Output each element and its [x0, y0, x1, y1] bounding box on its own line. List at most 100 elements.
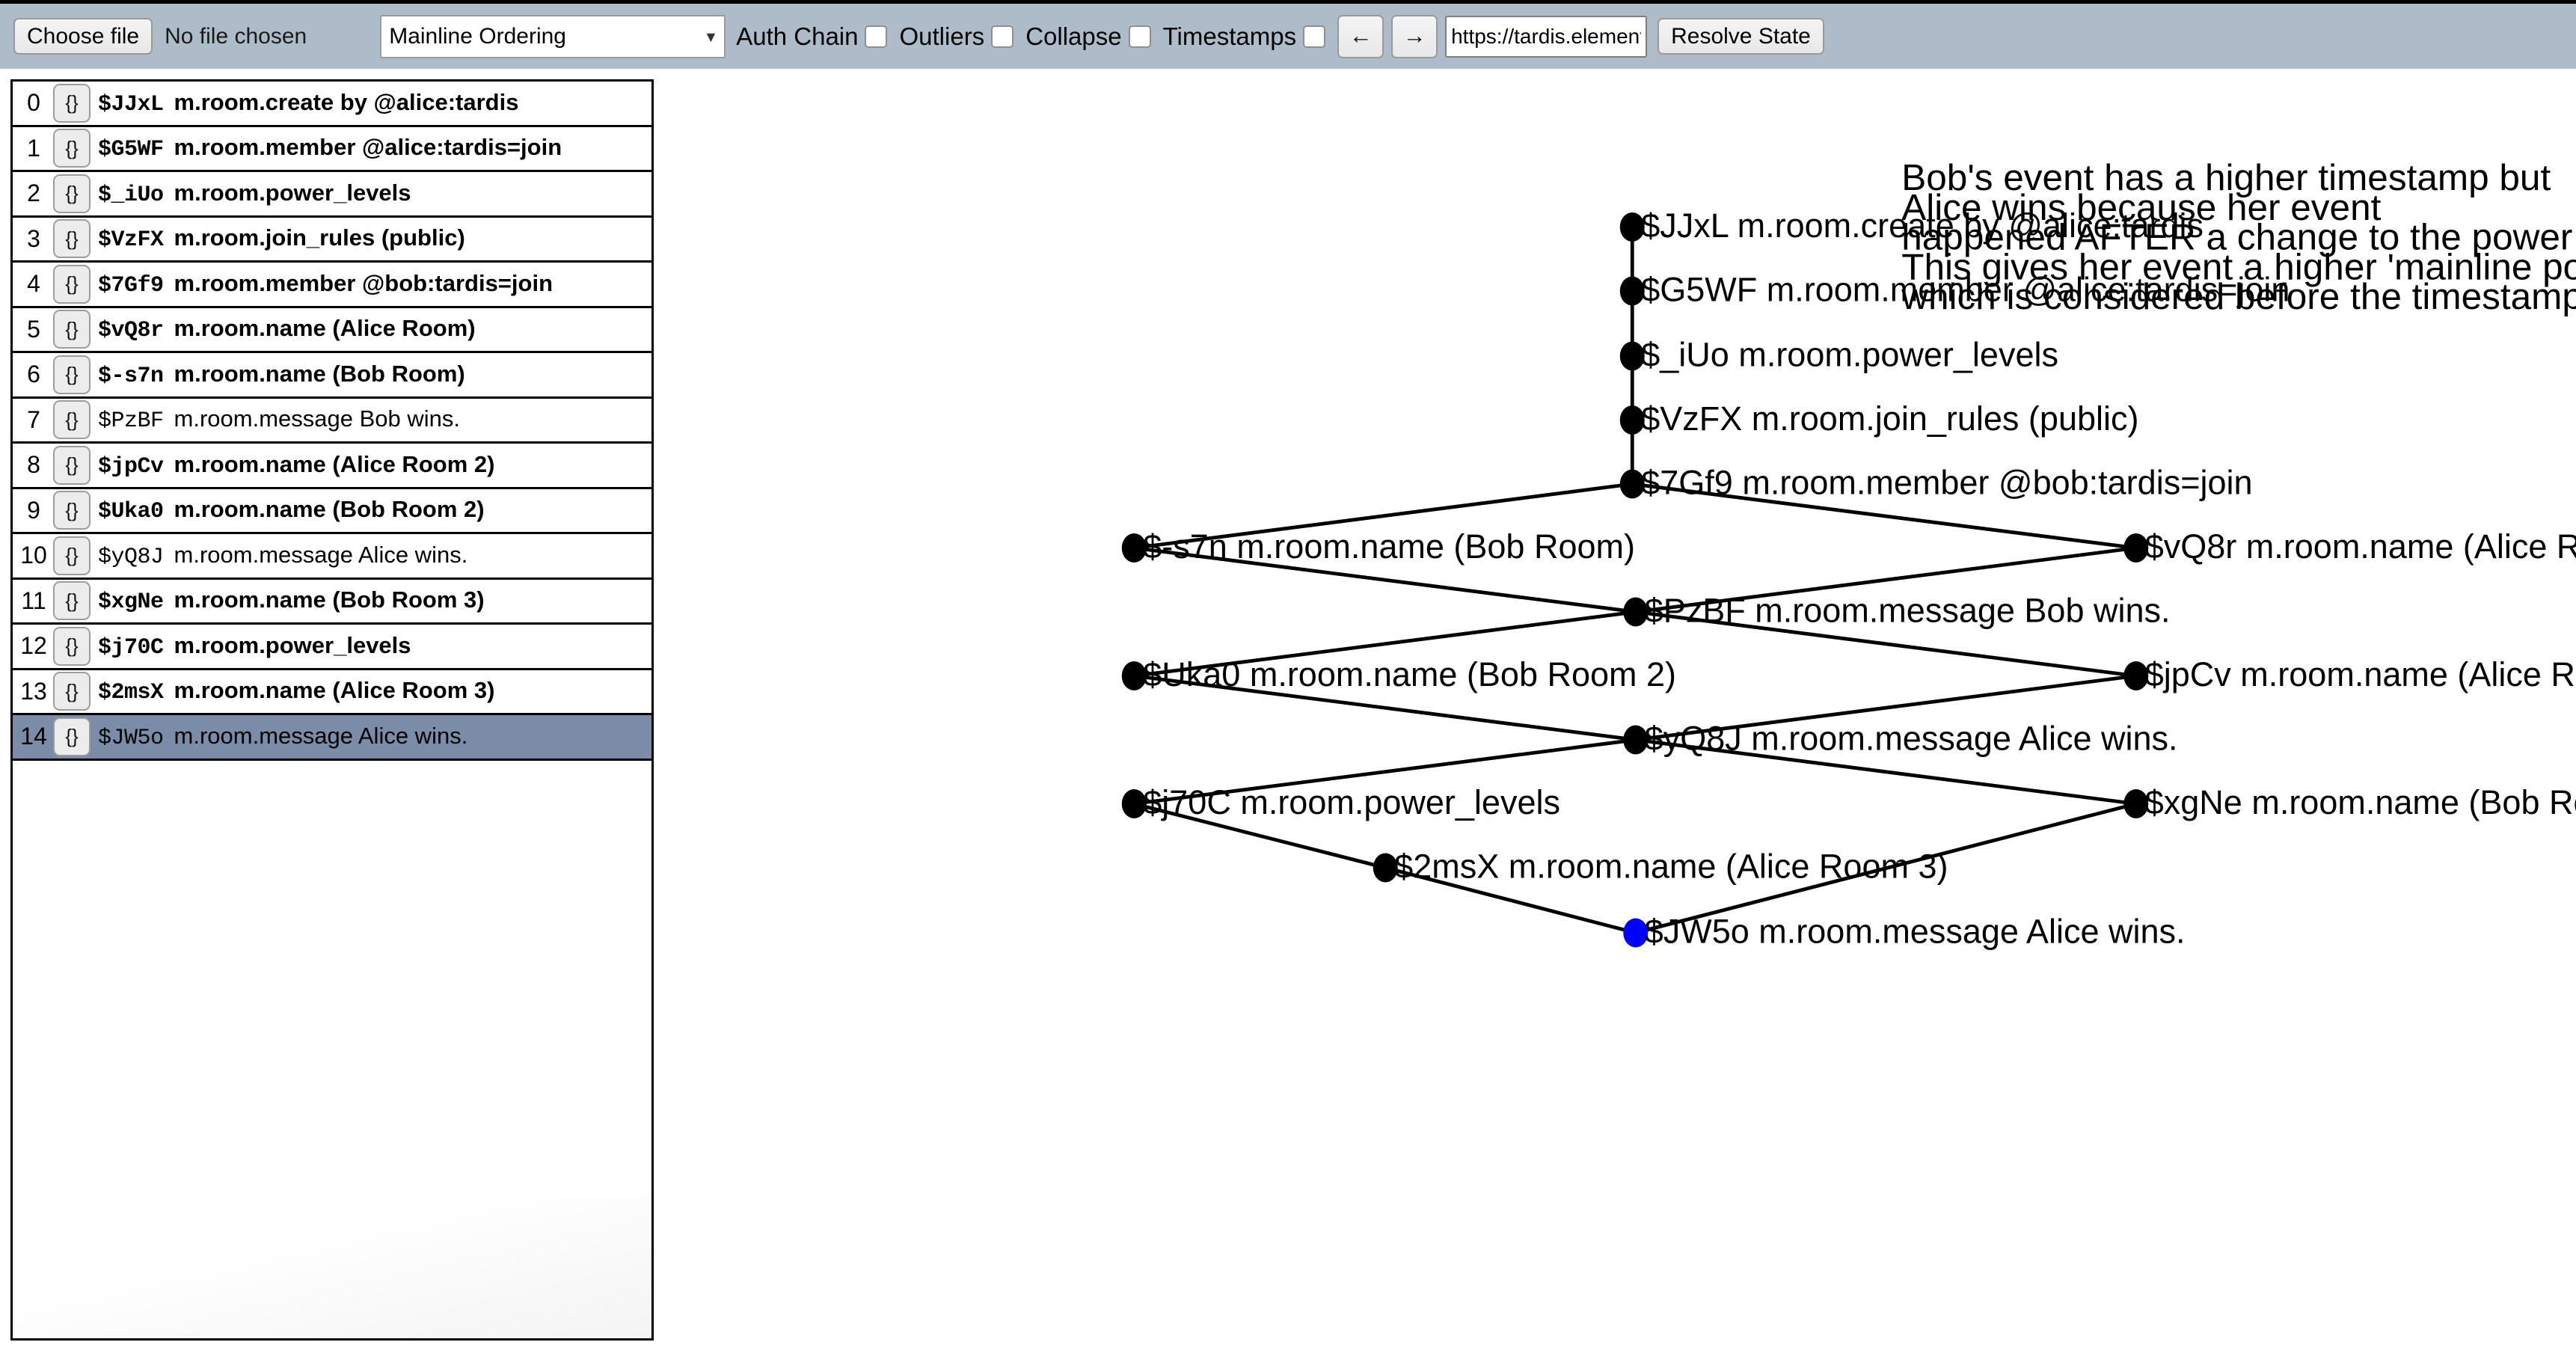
event-index: 11 — [21, 586, 46, 614]
dag-node-dot[interactable] — [1619, 469, 1645, 499]
dag-node[interactable]: $-s7n m.room.name (Bob Room) — [1121, 527, 1635, 566]
dag-node[interactable]: $vQ8r m.room.name (Alice Room) — [2123, 527, 2576, 566]
event-description: m.room.create by @alice:tardis — [174, 88, 519, 115]
file-picker[interactable]: Choose file No file chosen — [13, 17, 307, 55]
dag-node-dot[interactable] — [1373, 853, 1398, 883]
view-json-button[interactable]: {} — [53, 445, 91, 485]
dag-node-dot[interactable] — [1121, 661, 1147, 690]
dag-graph-canvas[interactable]: $JJxL m.room.create by @alice:tardis $G5W… — [654, 69, 2576, 1348]
view-json-button[interactable]: {} — [53, 491, 91, 530]
event-description: m.room.name (Alice Room 2) — [174, 450, 495, 477]
view-json-button[interactable]: {} — [53, 264, 91, 304]
event-index: 9 — [27, 496, 40, 524]
dag-node-label: $-s7n m.room.name (Bob Room) — [1143, 527, 1635, 566]
dag-edge — [1133, 546, 1637, 614]
dag-node-dot[interactable] — [1623, 597, 1649, 627]
dag-node-dot[interactable] — [2123, 533, 2149, 563]
view-json-button[interactable]: {} — [53, 129, 91, 168]
outliers-checkbox[interactable] — [991, 25, 1014, 48]
auth-chain-checkbox[interactable] — [865, 25, 888, 48]
homeserver-url-input[interactable] — [1445, 15, 1648, 58]
dag-node-label: $jpCv m.room.name (Alice Room 2) — [2145, 655, 2576, 693]
dag-node[interactable]: $j70C m.room.power_levels — [1121, 783, 1560, 821]
dag-node-dot[interactable] — [1619, 276, 1645, 306]
dag-node-dot[interactable] — [2123, 789, 2149, 818]
back-arrow-button[interactable]: ← — [1337, 14, 1384, 58]
collapse-checkbox[interactable] — [1128, 25, 1151, 48]
view-json-button[interactable]: {} — [53, 581, 91, 621]
view-json-button[interactable]: {} — [53, 536, 91, 575]
ordering-select[interactable]: Mainline Ordering — [380, 14, 726, 58]
timestamps-checkbox[interactable] — [1303, 25, 1326, 48]
dag-node-label: $vQ8r m.room.name (Alice Room) — [2145, 527, 2576, 566]
toggle-group: Auth Chain Outliers Collapse Timestamps — [736, 22, 1337, 51]
resolve-state-button[interactable]: Resolve State — [1657, 17, 1824, 55]
dag-node[interactable]: $jpCv m.room.name (Alice Room 2) — [2123, 655, 2576, 693]
dag-node-label: $G5WF m.room.member @alice:tardis=join — [1641, 270, 2290, 308]
ordering-select-wrapper[interactable]: Mainline Ordering ▾ — [380, 14, 726, 58]
dag-node-dot[interactable] — [1619, 405, 1645, 435]
dag-node-dot[interactable] — [1121, 789, 1147, 818]
dag-node-dot[interactable] — [1623, 725, 1649, 755]
toggle-auth-chain[interactable]: Auth Chain — [736, 22, 888, 51]
dag-node-label: $7Gf9 m.room.member @bob:tardis=join — [1641, 463, 2252, 501]
dag-node[interactable]: $7Gf9 m.room.member @bob:tardis=join — [1619, 463, 2253, 501]
view-json-button[interactable]: {} — [53, 717, 91, 756]
view-json-button[interactable]: {} — [53, 174, 91, 213]
view-json-button[interactable]: {} — [53, 400, 91, 440]
dag-node-dot[interactable] — [1623, 918, 1649, 948]
dag-node[interactable]: $VzFX m.room.join_rules (public) — [1619, 399, 2139, 438]
dag-node[interactable]: $PzBF m.room.message Bob wins. — [1623, 591, 2171, 629]
dag-node[interactable]: $JW5o m.room.message Alice wins. — [1623, 912, 2186, 950]
view-json-button[interactable]: {} — [53, 672, 91, 711]
dag-node[interactable]: $_iUo m.room.power_levels — [1619, 335, 2058, 373]
dag-node-label: $j70C m.room.power_levels — [1143, 783, 1560, 821]
event-description: m.room.message Alice wins. — [174, 722, 468, 749]
toggle-outliers[interactable]: Outliers — [899, 22, 1014, 51]
dag-node-dot[interactable] — [1619, 341, 1645, 371]
dag-node[interactable]: $xgNe m.room.name (Bob Room 3) — [2123, 783, 2576, 821]
event-description: m.room.message Bob wins. — [174, 405, 460, 432]
dag-node-label: $PzBF m.room.message Bob wins. — [1645, 591, 2171, 629]
dag-node[interactable]: $JJxL m.room.create by @alice:tardis — [1619, 206, 2204, 245]
view-json-button[interactable]: {} — [53, 83, 91, 123]
annotation-line: which is considered before the timestamp… — [1901, 276, 2576, 317]
toggle-timestamps[interactable]: Timestamps — [1163, 22, 1326, 51]
event-index: 14 — [20, 723, 47, 750]
view-json-button[interactable]: {} — [53, 310, 91, 349]
view-json-button[interactable]: {} — [53, 219, 91, 259]
dag-node-dot[interactable] — [2123, 661, 2149, 690]
dag-node[interactable]: $yQ8J m.room.message Alice wins. — [1623, 719, 2178, 757]
dag-node[interactable]: $2msX m.room.name (Alice Room 3) — [1373, 847, 1948, 885]
view-json-button[interactable]: {} — [53, 355, 91, 394]
dag-node[interactable]: $G5WF m.room.member @alice:tardis=join — [1619, 270, 2290, 308]
event-id: $Uka0 — [98, 499, 164, 525]
choose-file-button[interactable]: Choose file — [13, 17, 153, 55]
dag-node[interactable]: $Uka0 m.room.name (Bob Room 2) — [1121, 655, 1676, 693]
dag-node-label: $VzFX m.room.join_rules (public) — [1641, 399, 2138, 438]
forward-arrow-button[interactable]: → — [1391, 14, 1438, 58]
dag-node-dot[interactable] — [1619, 212, 1645, 242]
toggle-collapse[interactable]: Collapse — [1025, 22, 1151, 51]
view-json-button[interactable]: {} — [53, 626, 91, 666]
dag-node-dot[interactable] — [1121, 533, 1147, 563]
dag-edge — [1635, 610, 2137, 678]
dag-node-label: $Uka0 m.room.name (Bob Room 2) — [1143, 655, 1676, 693]
